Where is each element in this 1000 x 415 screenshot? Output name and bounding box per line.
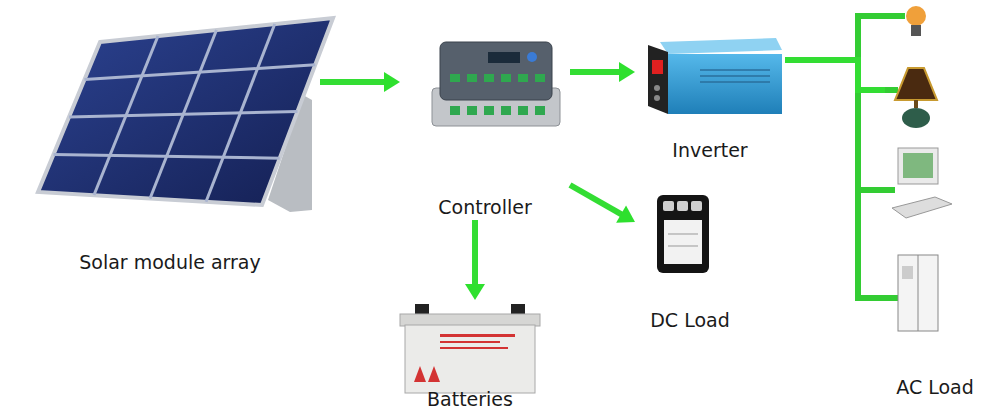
component-label: Controller — [400, 197, 570, 218]
charge-controller-part-part — [467, 106, 477, 115]
battery-part — [414, 366, 426, 382]
battery-node: Batteries — [395, 300, 545, 412]
refrigerator-part — [902, 266, 913, 279]
table-lamp-part — [902, 108, 930, 128]
inverter-unit-part — [648, 45, 668, 114]
charge-controller — [432, 42, 560, 126]
dc-load-device-part — [691, 201, 702, 211]
charge-controller-part-part — [501, 106, 511, 115]
charge-controller-part-part — [501, 74, 511, 82]
component-label: DC Load — [635, 310, 745, 331]
inverter-unit — [648, 38, 782, 114]
light-bulb — [906, 6, 926, 36]
dc-load-node: DC Load — [635, 185, 745, 333]
dc-load-device-part — [663, 201, 674, 211]
flow-arrow — [472, 220, 478, 288]
solar-panel — [38, 18, 333, 212]
component-label: Solar module array — [20, 252, 320, 273]
charge-controller-part-part — [467, 74, 477, 82]
arrow-head-end — [465, 284, 485, 300]
charge-controller-part — [450, 74, 545, 115]
charge-controller-part-part — [484, 106, 494, 115]
inverter-node: Inverter — [635, 35, 785, 163]
battery-part — [440, 347, 508, 349]
charge-controller-part-part — [535, 106, 545, 115]
solar-panel-part — [54, 24, 316, 202]
computer-part — [892, 197, 952, 218]
inverter-unit-part — [652, 60, 663, 74]
inverter-unit-part-part — [700, 69, 770, 71]
dc-load-device-part — [668, 234, 698, 235]
inverter-unit-part — [700, 70, 770, 82]
ac-bus-part — [855, 295, 898, 301]
battery — [400, 304, 540, 393]
battery-part — [405, 325, 535, 393]
inverter-unit-part-part — [700, 75, 770, 77]
charge-controller-part — [440, 42, 552, 100]
component-label: Batteries — [395, 389, 545, 410]
refrigerator-part — [898, 255, 938, 331]
arrow-head-end — [384, 72, 400, 92]
charge-controller-part — [488, 52, 520, 63]
table-lamp — [895, 68, 937, 128]
arrow-head-end — [616, 205, 635, 222]
ac-bus-part — [855, 13, 861, 301]
component-label: Inverter — [635, 140, 785, 161]
battery-part — [440, 341, 500, 343]
solar-panel-part-part — [85, 65, 316, 80]
refrigerator — [898, 255, 938, 331]
flow-arrow — [785, 60, 885, 90]
solar-panel-part — [38, 18, 333, 205]
ac-bus-part — [855, 187, 895, 193]
dc-load-device — [657, 195, 709, 273]
refrigerator-part — [918, 255, 919, 331]
light-bulb-part — [906, 6, 926, 26]
inverter-unit-part — [660, 38, 782, 54]
component-label: AC Load — [885, 377, 985, 398]
dc-load-device-part — [677, 201, 688, 211]
inverter-unit-part — [668, 54, 782, 114]
charge-controller-part-part — [518, 106, 528, 115]
charge-controller-part-part — [450, 106, 460, 115]
flow-arrow — [570, 185, 625, 216]
inverter-unit-part-part — [700, 81, 770, 83]
dc-load-device-part — [668, 246, 698, 247]
controller-node: Controller — [400, 35, 570, 220]
flow-arrow — [570, 69, 623, 75]
inverter-unit-part — [654, 95, 660, 101]
battery-part — [440, 334, 515, 337]
ac-bus-part — [855, 13, 905, 19]
charge-controller-part-part — [535, 74, 545, 82]
charge-controller-part-part — [484, 74, 494, 82]
computer-part — [903, 153, 933, 178]
flow-arrow — [320, 79, 388, 85]
dc-load-device-part — [664, 220, 702, 264]
arrow-head-end — [619, 62, 635, 82]
light-bulb-part — [911, 25, 921, 36]
charge-controller-part-part — [518, 74, 528, 82]
solar-panel-part-part — [69, 112, 298, 118]
solar-array-node: Solar module array — [20, 10, 320, 275]
table-lamp-part — [914, 100, 918, 108]
computer — [892, 148, 952, 218]
solar-panel-part-part — [54, 155, 280, 159]
ac-load-node: AC Load — [885, 3, 985, 400]
inverter-unit-part — [654, 85, 660, 91]
battery-part — [428, 366, 440, 382]
battery-part — [400, 314, 540, 326]
charge-controller-part — [527, 52, 537, 62]
charge-controller-part-part — [450, 74, 460, 82]
computer-part — [898, 148, 938, 184]
dc-load-device-part — [657, 195, 709, 273]
table-lamp-part — [895, 68, 937, 100]
